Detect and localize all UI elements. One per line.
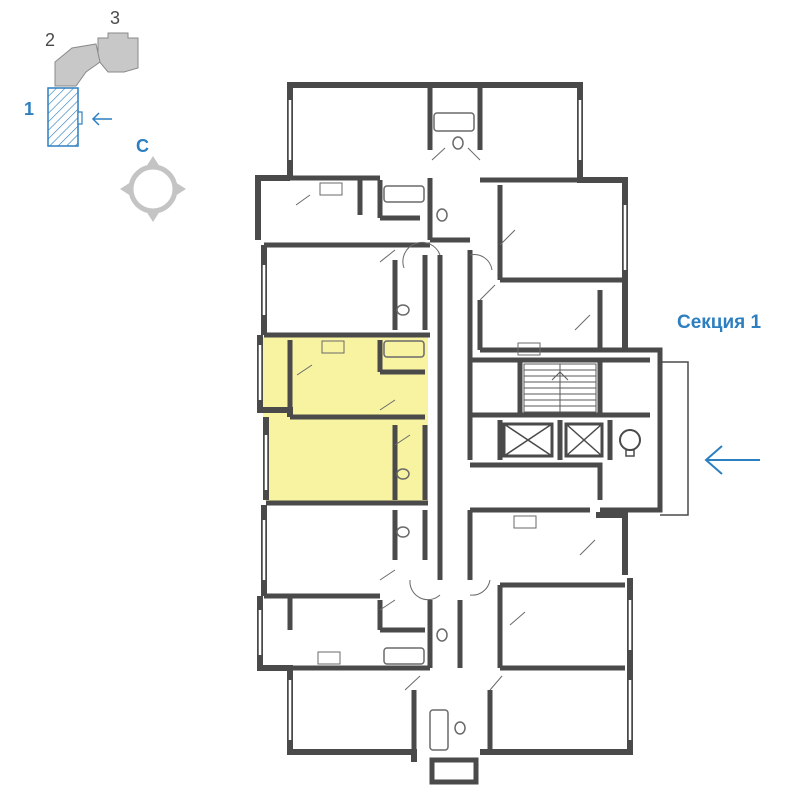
bathtubs xyxy=(383,112,475,751)
building-1-shape[interactable] xyxy=(47,87,79,147)
building-3-shape[interactable] xyxy=(97,32,139,73)
compass-letter: С xyxy=(136,136,149,156)
interior-walls xyxy=(264,88,663,752)
windows xyxy=(258,100,632,740)
door-swings xyxy=(295,147,596,691)
building-label-2: 2 xyxy=(45,30,55,50)
building-2-shape[interactable] xyxy=(54,43,101,87)
elevator-icon xyxy=(502,422,641,458)
entrance-arrow xyxy=(704,445,760,475)
bottom-balcony xyxy=(429,757,479,785)
kitchen-stoves xyxy=(317,182,541,665)
stairs-icon xyxy=(523,363,597,413)
arrow-left-icon xyxy=(91,112,112,126)
section-label: Секция 1 xyxy=(677,312,762,333)
floor-plan xyxy=(255,82,689,785)
building-label-3: 3 xyxy=(110,8,120,28)
key-plan: 2 3 1 С xyxy=(24,8,186,222)
building-label-1: 1 xyxy=(24,99,34,119)
toilets xyxy=(396,136,466,735)
building-1-entrance-notch xyxy=(77,111,83,125)
compass-rose-icon xyxy=(120,156,186,222)
arrow-left-icon xyxy=(704,445,760,475)
entrance-vestibule xyxy=(660,361,689,516)
